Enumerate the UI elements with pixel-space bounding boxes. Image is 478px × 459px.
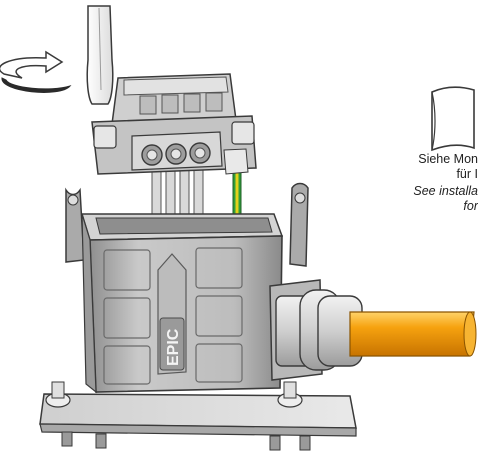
- terminal-screws: [141, 142, 211, 166]
- locking-lever-left: [65, 187, 85, 263]
- note-line-de-1: Siehe Mon: [418, 152, 478, 166]
- mounting-base-plate: [39, 381, 357, 451]
- cable-gland: [269, 279, 477, 381]
- base-screws: [61, 431, 311, 451]
- open-book-icon: [431, 86, 475, 152]
- epic-logo-text: EPIC: [165, 328, 182, 366]
- rotate-arrow-icon: [0, 50, 72, 93]
- note-line-en-2: for: [463, 199, 478, 213]
- locking-lever-right: [289, 182, 309, 267]
- connector-housing: EPIC: [80, 213, 284, 394]
- flat-screwdriver-icon: [86, 5, 114, 105]
- contact-insert: [91, 73, 257, 175]
- note-line-de-2: für I: [456, 167, 478, 181]
- note-line-en-1: See installa: [413, 184, 478, 198]
